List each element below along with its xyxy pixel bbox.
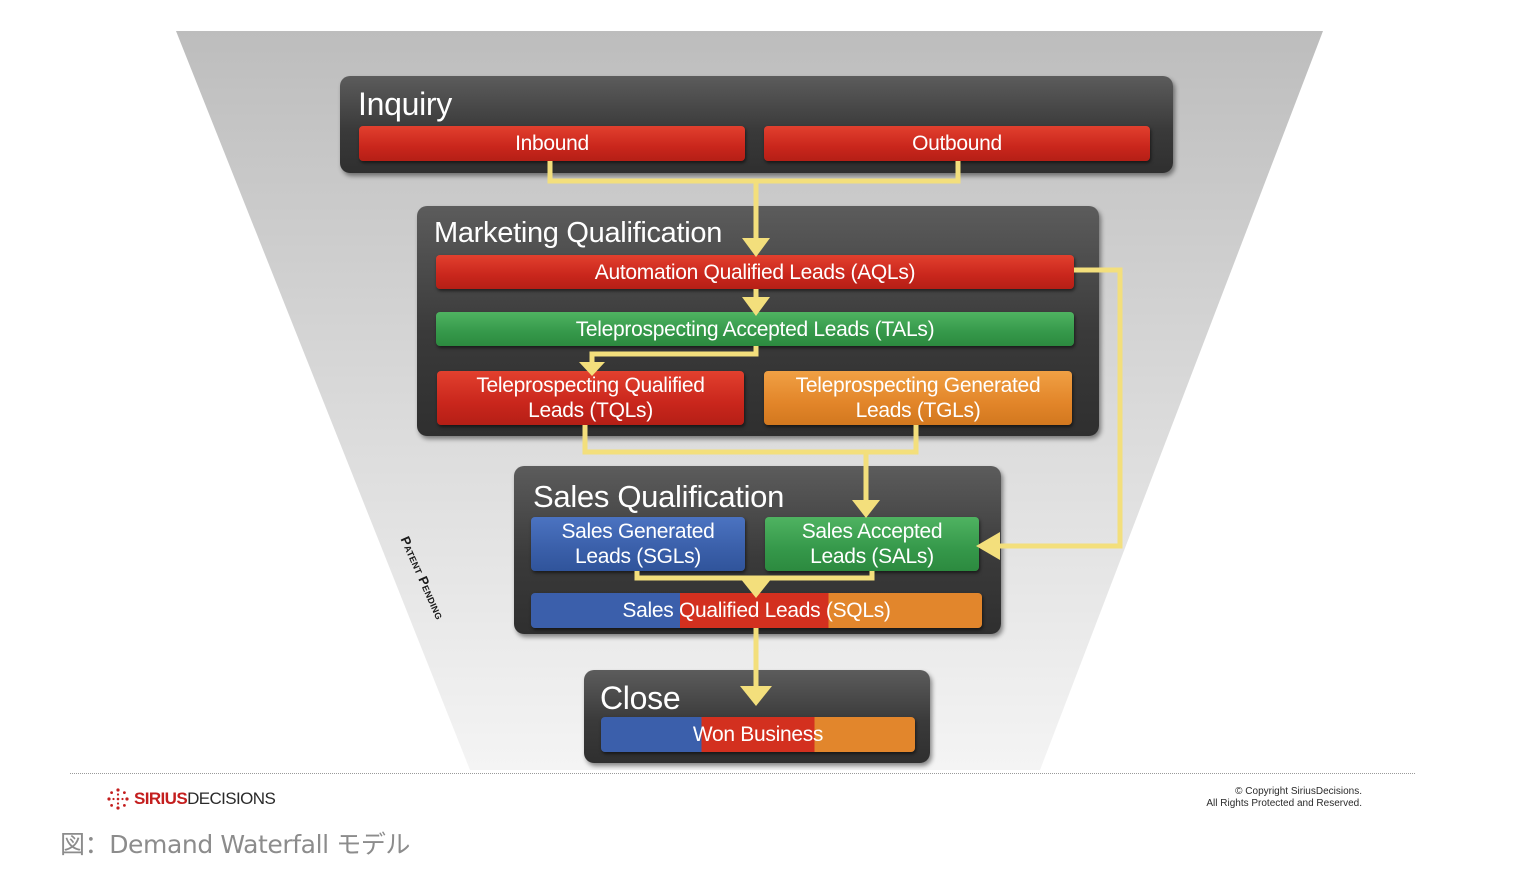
aql-bar: Automation Qualified Leads (AQLs) (436, 255, 1074, 289)
copyright-line2: All Rights Protected and Reserved. (1206, 798, 1362, 809)
sgl-bar: Sales Generated Leads (SGLs) (531, 517, 745, 571)
logo-wordmark: SIRIUSDECISIONS (134, 789, 276, 809)
won-business-bar: Won Business (601, 717, 915, 752)
outbound-bar: Outbound (764, 126, 1150, 161)
sirius-star-icon (107, 788, 129, 810)
tql-label-line2: Leads (TQLs) (528, 399, 653, 422)
inbound-label: Inbound (515, 132, 589, 155)
outbound-label: Outbound (912, 132, 1002, 155)
won-business-label: Won Business (692, 723, 824, 746)
sal-bar: Sales Accepted Leads (SALs) (765, 517, 979, 571)
sal-label-line1: Sales Accepted (801, 520, 943, 543)
stage-title-sales-qualification: Sales Qualification (533, 479, 785, 514)
sal-label-line2: Leads (SALs) (810, 545, 934, 568)
copyright-line1: © Copyright SiriusDecisions. (1235, 786, 1362, 797)
inbound-bar: Inbound (359, 126, 745, 161)
logo-wordmark-bold: SIRIUS (134, 789, 188, 808)
stage-title-inquiry: Inquiry (358, 86, 452, 122)
figure-caption: 図：Demand Waterfall モデル (60, 830, 411, 859)
siriusdecisions-logo: SIRIUSDECISIONS (106, 787, 276, 811)
sql-label: Sales Qualified Leads (SQLs) (622, 599, 891, 622)
tal-bar: Teleprospecting Accepted Leads (TALs) (436, 312, 1074, 346)
aql-label: Automation Qualified Leads (AQLs) (594, 260, 916, 284)
tal-label: Teleprospecting Accepted Leads (TALs) (575, 317, 935, 341)
stage-title-marketing-qualification: Marketing Qualification (434, 217, 723, 249)
tql-bar: Teleprospecting Qualified Leads (TQLs) (437, 371, 744, 425)
tgl-label-line2: Leads (TGLs) (855, 399, 981, 422)
sgl-label-line1: Sales Generated (561, 520, 715, 543)
copyright-notice: © Copyright SiriusDecisions. All Rights … (1206, 786, 1362, 810)
footer-divider (70, 773, 1415, 774)
tql-label-line1: Teleprospecting Qualified (476, 374, 705, 397)
tgl-label-line1: Teleprospecting Generated (795, 374, 1041, 397)
sgl-label-line2: Leads (SGLs) (575, 545, 701, 568)
sql-bar: Sales Qualified Leads (SQLs) (531, 593, 982, 628)
logo-wordmark-rest: DECISIONS (187, 789, 276, 808)
tgl-bar: Teleprospecting Generated Leads (TGLs) (764, 371, 1072, 425)
stage-title-close: Close (600, 680, 681, 716)
